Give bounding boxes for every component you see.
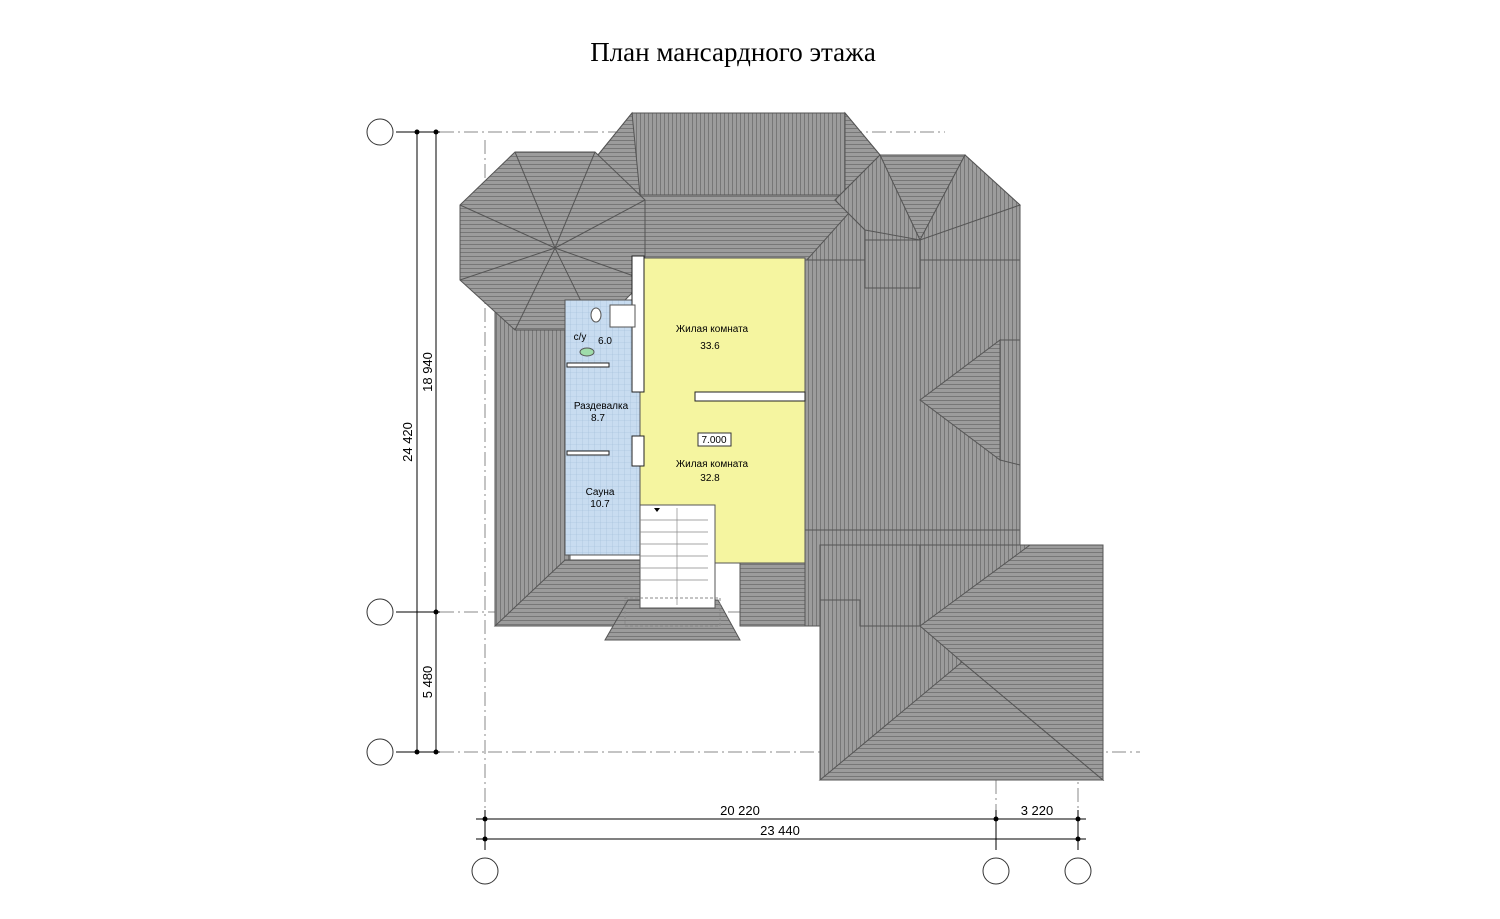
room-living-1-area: 33.6 bbox=[700, 341, 720, 352]
interior bbox=[564, 255, 806, 627]
dim-horizontal-right: 3 220 bbox=[1021, 803, 1054, 818]
axis-bubble bbox=[366, 598, 394, 626]
level-mark-box bbox=[697, 432, 732, 447]
plan-title: План мансардного этажа bbox=[590, 37, 876, 67]
room-living-2-name: Жилая комната bbox=[676, 459, 749, 470]
room-sauna-name: Сауна bbox=[586, 487, 615, 498]
axis-bubble bbox=[366, 738, 394, 766]
room-labels: Жилая комната 33.6 Жилая комната 32.8 с/… bbox=[574, 324, 749, 510]
dim-horizontal-total: 23 440 bbox=[760, 823, 800, 838]
vertical-dimensions: 24 420 18 940 5 480 bbox=[396, 129, 440, 755]
roof bbox=[459, 111, 1105, 782]
room-bathroom-area: 6.0 bbox=[598, 336, 612, 347]
horizontal-dimensions: 20 220 3 220 23 440 bbox=[476, 803, 1086, 850]
dim-horizontal-main: 20 220 bbox=[720, 803, 760, 818]
axis-bubble bbox=[471, 857, 499, 885]
axis-bubble bbox=[366, 118, 394, 146]
dim-vertical-total: 24 420 bbox=[400, 422, 415, 462]
room-living-2-area: 32.8 bbox=[700, 473, 720, 484]
axis-bubble bbox=[1064, 857, 1092, 885]
dim-vertical-lower: 5 480 bbox=[420, 666, 435, 699]
room-living-1-name: Жилая комната bbox=[676, 324, 749, 335]
room-bathroom-name: с/у bbox=[574, 332, 587, 343]
room-changing-area: 8.7 bbox=[591, 413, 605, 424]
dim-vertical-main: 18 940 bbox=[420, 352, 435, 392]
room-sauna-area: 10.7 bbox=[590, 499, 610, 510]
axis-bubbles bbox=[366, 118, 1092, 885]
room-changing-name: Раздевалка bbox=[574, 401, 629, 412]
axis-bubble bbox=[982, 857, 1010, 885]
level-mark: 7.000 bbox=[701, 435, 726, 446]
